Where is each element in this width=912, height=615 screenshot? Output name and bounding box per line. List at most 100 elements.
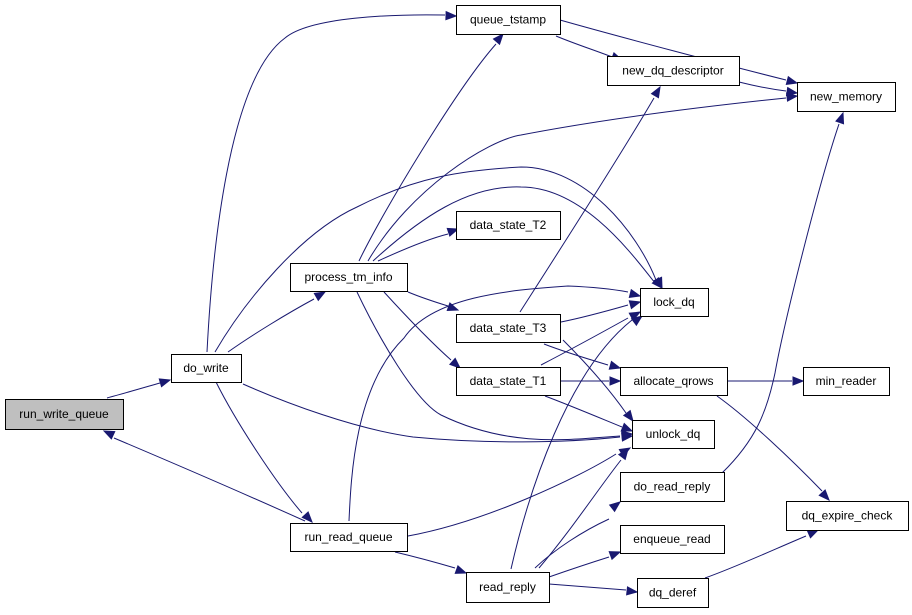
node-label: data_state_T2: [470, 218, 547, 232]
node-data-state-T2[interactable]: data_state_T2: [456, 211, 561, 240]
edge-line: [372, 186, 656, 284]
edge-allocate_qrows-to-dq_expire_check: [716, 395, 830, 501]
node-box: [5, 399, 124, 430]
arrowhead: [617, 447, 629, 461]
arrowhead: [492, 32, 504, 46]
arrowhead: [102, 430, 116, 440]
edge-line: [215, 381, 303, 514]
edge-run_read_queue-to-read_reply: [394, 551, 468, 574]
edge-line: [394, 551, 456, 569]
arrowhead: [445, 10, 458, 21]
arrowhead: [650, 85, 661, 99]
edge-data_state_T3-to-new_dq_descriptor: [519, 85, 661, 313]
arrowhead: [628, 311, 642, 322]
edge-line: [519, 97, 655, 313]
edge-line: [113, 437, 306, 522]
node-data-state-T3[interactable]: data_state_T3: [456, 314, 561, 343]
node-enqueue-read[interactable]: enqueue_read: [620, 525, 725, 554]
edge-read_reply-to-do_read_reply: [534, 501, 622, 569]
node-box: [620, 472, 725, 502]
edge-new_dq_descriptor-to-new_memory: [738, 81, 799, 97]
node-box: [640, 288, 709, 317]
arrowhead: [301, 511, 313, 523]
node-allocate-qrows[interactable]: allocate_qrows: [620, 367, 728, 396]
edge-data_state_T3-to-unlock_dq: [562, 339, 634, 423]
node-label: unlock_dq: [646, 427, 701, 441]
edge-read_reply-to-dq_deref: [548, 583, 639, 596]
edge-line: [227, 298, 315, 353]
node-label: run_write_queue: [19, 407, 109, 421]
node-do-read-reply[interactable]: do_read_reply: [620, 472, 725, 502]
node-do-write[interactable]: do_write: [171, 354, 242, 383]
edge-process_tm_info-to-new_memory: [367, 92, 799, 262]
arrowhead: [608, 360, 622, 370]
node-unlock-dq[interactable]: unlock_dq: [632, 420, 715, 449]
edge-line: [538, 459, 622, 569]
node-label: new_dq_descriptor: [622, 64, 723, 78]
node-min-reader[interactable]: min_reader: [803, 367, 890, 396]
arrowhead: [651, 276, 663, 290]
edge-read_reply-to-lock_dq: [510, 315, 644, 570]
edge-line: [367, 97, 787, 262]
node-box: [456, 5, 561, 35]
node-dq-expire-check[interactable]: dq_expire_check: [786, 501, 909, 531]
edge-line: [560, 304, 629, 323]
node-lock-dq[interactable]: lock_dq: [640, 288, 709, 317]
arrowhead: [608, 551, 622, 561]
node-process-tm-info[interactable]: process_tm_info: [290, 263, 408, 292]
arrowhead: [446, 302, 460, 312]
edge-line: [206, 14, 446, 353]
node-queue-tstamp[interactable]: queue_tstamp: [456, 5, 561, 35]
arrowhead: [454, 565, 468, 574]
node-dq-deref[interactable]: dq_deref: [637, 578, 709, 608]
edge-process_tm_info-to-data_state_T3: [407, 291, 460, 312]
node-box: [620, 525, 725, 554]
node-box: [466, 572, 550, 603]
edge-queue_tstamp-to-new_memory: [559, 19, 799, 86]
edge-layer: [102, 10, 845, 596]
edge-process_tm_info-to-lock_dq: [372, 186, 663, 290]
node-read-reply[interactable]: read_reply: [466, 572, 550, 603]
node-box: [607, 56, 740, 86]
edge-line: [548, 556, 610, 578]
node-run-read-queue[interactable]: run_read_queue: [290, 523, 408, 552]
edge-do_read_reply-to-new_memory: [721, 111, 845, 474]
edge-run_read_queue-to-lock_dq: [348, 285, 642, 522]
edge-process_tm_info-to-data_state_T1: [383, 291, 462, 369]
arrowhead: [628, 288, 642, 299]
node-label: min_reader: [816, 374, 877, 388]
edge-run_read_queue-to-run_write_queue: [102, 430, 306, 522]
edge-data_state_T1-to-allocate_qrows: [561, 376, 622, 386]
node-box: [786, 501, 909, 531]
arrowhead: [621, 430, 634, 440]
node-label: run_read_queue: [304, 530, 392, 544]
edge-line: [407, 291, 449, 307]
edge-line: [704, 535, 807, 579]
edge-line: [544, 395, 623, 428]
node-label: dq_deref: [649, 586, 697, 600]
edge-process_tm_info-to-data_state_T2: [377, 227, 460, 262]
arrowhead: [608, 501, 622, 513]
node-box: [456, 367, 561, 396]
edge-line: [534, 518, 610, 569]
node-box: [456, 314, 561, 343]
node-label: process_tm_info: [304, 270, 392, 284]
node-label: data_state_T3: [470, 321, 547, 335]
node-label: dq_expire_check: [802, 509, 894, 523]
edge-process_tm_info-to-queue_tstamp: [358, 32, 504, 262]
edge-data_state_T3-to-allocate_qrows: [543, 343, 622, 370]
node-new-dq-descriptor[interactable]: new_dq_descriptor: [607, 56, 740, 86]
node-box: [632, 420, 715, 449]
node-data-state-T1[interactable]: data_state_T1: [456, 367, 561, 396]
node-run-write-queue[interactable]: run_write_queue: [5, 399, 124, 430]
arrowhead: [620, 422, 634, 432]
node-label: allocate_qrows: [633, 374, 713, 388]
arrowhead: [313, 291, 327, 302]
node-new-memory[interactable]: new_memory: [797, 82, 896, 112]
arrowhead: [446, 227, 460, 237]
arrowhead: [835, 111, 845, 125]
node-label: enqueue_read: [633, 532, 710, 546]
edge-line: [716, 395, 823, 492]
edge-line: [214, 166, 657, 353]
arrowhead: [785, 86, 799, 97]
